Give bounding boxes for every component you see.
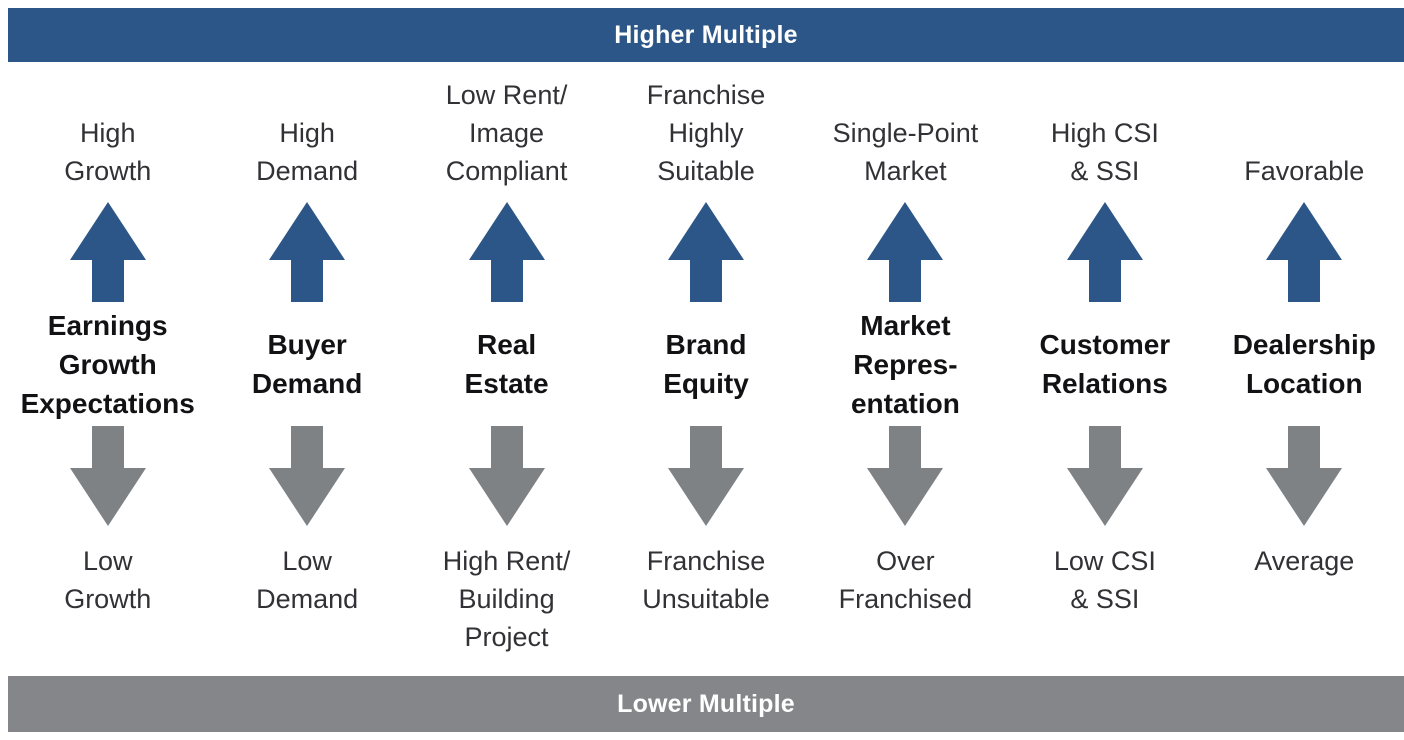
negative-factor-label: Over Franchised xyxy=(838,546,973,614)
down-arrow-icon xyxy=(667,426,744,526)
lower-multiple-label: Lower Multiple xyxy=(617,689,795,718)
down-arrow-icon xyxy=(1266,426,1343,526)
positive-factor-label: High CSI & SSI xyxy=(1050,118,1159,186)
positive-factor-label: Franchise Highly Suitable xyxy=(646,80,766,186)
down-arrow-icon xyxy=(69,426,146,526)
up-arrow-icon xyxy=(1266,202,1343,302)
column-customer-relations: High CSI & SSI Customer Relations Low CS… xyxy=(1005,62,1204,676)
up-arrow-icon xyxy=(1066,202,1143,302)
down-arrow-icon xyxy=(468,426,545,526)
down-arrow-icon xyxy=(1066,426,1143,526)
column-real-estate: Low Rent/ Image Compliant Real Estate Hi… xyxy=(407,62,606,676)
negative-factor-label: Low CSI & SSI xyxy=(1053,546,1156,614)
down-arrow-icon xyxy=(269,426,346,526)
column-buyer-demand: High Demand Buyer Demand Low Demand xyxy=(207,62,406,676)
up-arrow-icon xyxy=(269,202,346,302)
negative-factor-label: Low Demand xyxy=(256,546,359,614)
column-earnings-growth: High Growth Earnings Growth Expectations… xyxy=(8,62,207,676)
factor-columns: High Growth Earnings Growth Expectations… xyxy=(8,62,1404,676)
positive-factor-label: High Growth xyxy=(64,118,152,186)
factor-name: Brand Equity xyxy=(663,329,749,399)
up-arrow-icon xyxy=(867,202,944,302)
positive-factor-label: Single-Point Market xyxy=(832,118,979,186)
column-brand-equity: Franchise Highly Suitable Brand Equity F… xyxy=(606,62,805,676)
factor-name: Market Repres- entation xyxy=(850,309,960,419)
factor-name: Dealership Location xyxy=(1232,329,1376,399)
negative-factor-label: Low Growth xyxy=(64,546,152,614)
negative-factor-label: Franchise Unsuitable xyxy=(642,546,770,614)
positive-factor-label: Low Rent/ Image Compliant xyxy=(445,80,568,186)
positive-factor-label: Favorable xyxy=(1244,156,1365,186)
higher-multiple-label: Higher Multiple xyxy=(614,20,798,49)
column-dealership-location: Favorable Dealership Location Average xyxy=(1205,62,1404,676)
positive-factor-label: High Demand xyxy=(256,118,359,186)
factor-name: Real Estate xyxy=(464,329,549,399)
lower-multiple-banner: Lower Multiple xyxy=(8,676,1404,732)
higher-multiple-banner: Higher Multiple xyxy=(8,8,1404,62)
up-arrow-icon xyxy=(667,202,744,302)
factor-name: Customer Relations xyxy=(1039,329,1171,399)
up-arrow-icon xyxy=(468,202,545,302)
negative-factor-label: High Rent/ Building Project xyxy=(442,546,571,652)
factor-name: Earnings Growth Expectations xyxy=(20,309,195,419)
column-market-representation: Single-Point Market Market Repres- entat… xyxy=(806,62,1005,676)
up-arrow-icon xyxy=(69,202,146,302)
negative-factor-label: Average xyxy=(1254,546,1355,576)
factor-name: Buyer Demand xyxy=(251,329,363,399)
down-arrow-icon xyxy=(867,426,944,526)
